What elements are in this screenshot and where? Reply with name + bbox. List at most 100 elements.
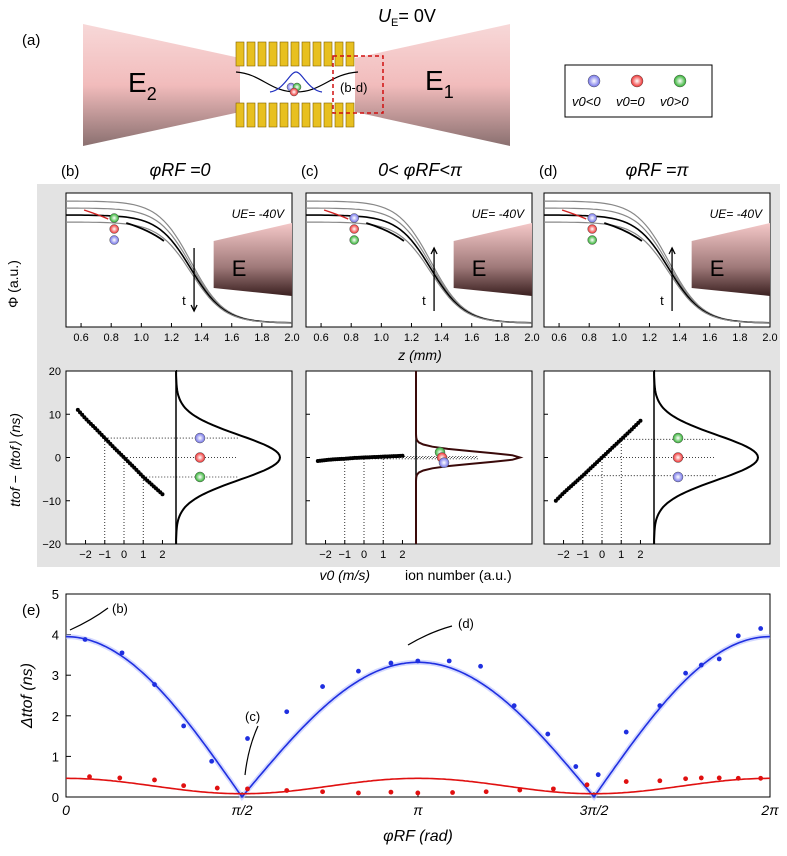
data-point-red — [758, 775, 764, 781]
x-tick-label: 1.0 — [374, 332, 389, 344]
ion-ball — [438, 457, 450, 468]
data-point-blue — [209, 758, 215, 764]
panel-title: φRF =0 — [150, 160, 211, 180]
ion-ball — [109, 224, 119, 234]
drift-arrow — [604, 222, 643, 242]
x-tick-label: 0 — [121, 549, 127, 561]
time-arrow-head — [430, 246, 438, 255]
y-tick-label: 0 — [55, 453, 61, 465]
ion-ball — [349, 224, 359, 234]
trap-electrode-top — [323, 41, 333, 67]
panel-title: 0< φRF<π — [378, 160, 463, 180]
trap-electrode-top — [312, 41, 322, 67]
trap-electrode-top — [279, 41, 289, 67]
data-point-red — [550, 786, 556, 792]
data-point-blue — [735, 633, 741, 639]
trap-electrode-top — [334, 41, 344, 67]
data-point — [638, 418, 643, 423]
trap-electrode-top — [257, 41, 267, 67]
ion-ball — [194, 432, 206, 444]
data-point-red — [623, 779, 629, 784]
drift-arrow — [126, 222, 165, 242]
data-point-blue — [181, 723, 187, 729]
x-tick-label: 0.6 — [551, 332, 566, 344]
potential-curve — [306, 221, 533, 324]
y-tick-label: −10 — [42, 496, 61, 508]
data-point-blue — [388, 660, 394, 666]
data-point-red — [87, 774, 92, 780]
data-point-red — [517, 787, 523, 793]
y-tick-label: 10 — [49, 409, 61, 421]
electrode-e1-label: E — [472, 256, 487, 281]
velocity-legend — [564, 64, 713, 118]
trap-electrode-bottom — [312, 102, 322, 128]
electrode-e1-label: E — [232, 256, 247, 281]
panel-label: (b) — [61, 163, 79, 180]
data-point-red — [683, 776, 689, 782]
data-point-red — [716, 775, 722, 781]
data-point-blue — [595, 772, 601, 778]
data-point-red — [415, 790, 421, 796]
voltage-label: UE= -40V — [710, 207, 763, 221]
ion-ball — [349, 213, 359, 223]
ion-distribution — [415, 371, 524, 544]
ion-ball — [587, 235, 597, 245]
electrode-e1-label: E — [710, 256, 725, 281]
data-point-red — [214, 785, 220, 791]
panel-a-label: (a) — [22, 32, 40, 49]
zoom-box — [332, 55, 384, 114]
y-axis-label: Δttof (ns) — [19, 663, 36, 729]
x-tick-label: −2 — [79, 549, 92, 561]
time-label: t — [422, 293, 426, 308]
electrode-e2-label: E2 — [128, 67, 157, 104]
y-tick-label: 2 — [52, 709, 59, 724]
x-tick-label: 2 — [159, 549, 165, 561]
trap-electrode-bottom — [279, 102, 289, 128]
annotation-b: (b) — [112, 601, 128, 616]
x-tick-label: 0 — [599, 549, 605, 561]
panel-label: (d) — [539, 163, 557, 180]
potential-curve — [544, 221, 771, 324]
x-tick-label: 0 — [361, 549, 367, 561]
x-tick-label: 0.6 — [73, 332, 88, 344]
annotation-c-arrow — [244, 725, 259, 776]
legend-green-icon — [673, 74, 687, 88]
data-point-blue — [152, 682, 157, 687]
ion-ball — [109, 213, 119, 223]
data-point-blue — [284, 709, 290, 715]
x-tick-label: 3π/2 — [580, 802, 609, 818]
trap-electrode-top — [246, 41, 256, 67]
trap-electrode-top — [345, 41, 355, 67]
trap-electrode-top — [301, 41, 311, 67]
y-tick-label: 1 — [52, 749, 59, 764]
legend-text-zero: v0=0 — [616, 94, 645, 109]
electrode-e1-label: E1 — [425, 65, 454, 102]
x-tick-label: 1.0 — [134, 332, 149, 344]
upper-ylabel: Φ (a.u.) — [5, 260, 21, 308]
ion-ball — [672, 452, 684, 463]
ion-distribution-curve — [269, 71, 323, 93]
ion-ball — [194, 452, 206, 463]
data-point-red — [483, 789, 489, 795]
data-point-blue — [245, 736, 250, 741]
velocity-arrow — [561, 209, 587, 220]
data-point-blue — [758, 626, 764, 631]
x-tick-label: 2 — [637, 549, 643, 561]
electrode-e1 — [355, 24, 510, 146]
data-point-red — [320, 789, 325, 795]
x-tick-label: 2.0 — [762, 332, 777, 344]
x-tick-label: 0.6 — [313, 332, 328, 344]
data-point-red — [245, 786, 250, 792]
voltage-label: UE= -40V — [472, 207, 525, 221]
x-tick-label: 1.6 — [464, 332, 479, 344]
x-axis-label: φRF (rad) — [383, 828, 453, 845]
legend-red-icon — [630, 74, 644, 88]
x-tick-label: 2π — [760, 802, 779, 818]
trap-electrode-bottom — [246, 102, 256, 128]
trap-electrode-bottom — [268, 102, 278, 128]
